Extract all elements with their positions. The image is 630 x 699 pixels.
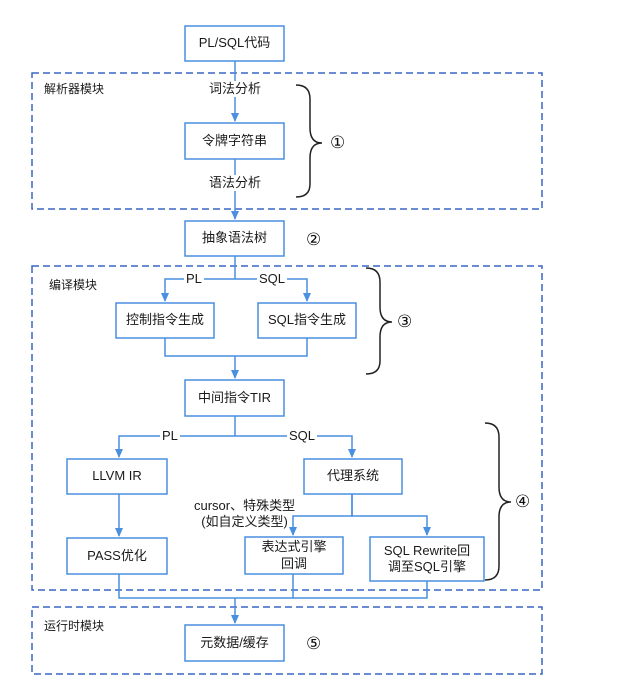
edge-ast-to-control [161, 278, 235, 302]
node-ast: 抽象语法树 [201, 230, 267, 246]
node-plsql-code: PL/SQL代码 [198, 35, 271, 51]
box-expr-callback [244, 536, 344, 575]
node-tir: 中间指令TIR [198, 389, 271, 405]
bracket-4 [484, 422, 512, 581]
box-tir [184, 379, 285, 417]
edge-label-lexical: 词法分析 [207, 81, 264, 98]
compile-section-frame [31, 265, 543, 591]
edge-gens-merge [164, 338, 308, 357]
compile-section-title: 编译模块 [49, 278, 98, 292]
box-ast [184, 220, 285, 257]
edge-rewrite-to-runtime [293, 581, 428, 599]
edge-label-special-types: cursor、特殊类型 (如自定义类型) [194, 498, 296, 530]
marker-4: ④ [515, 492, 531, 512]
node-token-string: 令牌字符串 [201, 132, 267, 148]
bracket-1 [295, 84, 323, 198]
edge-pass-to-runtime [118, 574, 235, 599]
runtime-section-frame [31, 606, 543, 675]
box-metadata-cache [184, 624, 285, 662]
box-plsql-code [184, 25, 285, 62]
edge-label-sql-top: SQL [257, 271, 288, 288]
parser-section-frame [31, 72, 543, 210]
node-sql-rewrite: SQL Rewrite回 调至SQL引擎 [383, 542, 471, 574]
bracket-3 [365, 267, 393, 375]
parser-section-title: 解析器模块 [44, 82, 105, 96]
edge-label-pl-top: PL [184, 271, 204, 288]
box-llvm-ir [66, 458, 168, 495]
edge-label-syntax: 语法分析 [207, 175, 264, 192]
edge-proxy-to-expr [289, 494, 353, 536]
box-token-string [184, 122, 285, 160]
marker-1: ① [330, 133, 346, 153]
box-control-gen [115, 302, 215, 339]
edge-proxy-to-rewrite [351, 494, 431, 536]
box-pass-opt [66, 537, 168, 575]
node-sql-gen: SQL指令生成 [267, 312, 346, 328]
edge-expr-to-runtime [235, 574, 294, 599]
edge-tir-to-llvm [115, 435, 235, 458]
marker-5: ⑤ [306, 634, 322, 654]
box-sql-rewrite [369, 536, 485, 582]
marker-2: ② [306, 230, 322, 250]
edge-label-pl-bottom: PL [160, 428, 180, 445]
node-pass-opt: PASS优化 [87, 547, 147, 563]
edge-label-sql-bottom: SQL [287, 428, 318, 445]
node-llvm-ir: LLVM IR [92, 468, 142, 484]
runtime-section-title: 运行时模块 [44, 619, 105, 633]
box-proxy [303, 458, 403, 495]
marker-3: ③ [397, 312, 413, 332]
node-proxy: 代理系统 [326, 468, 379, 484]
edge-tir-to-proxy [235, 435, 356, 458]
box-sql-gen [257, 302, 357, 339]
node-control-gen: 控制指令生成 [125, 312, 204, 328]
node-expr-callback: 表达式引擎 回调 [261, 539, 327, 571]
node-metadata-cache: 元数据/缓存 [200, 634, 269, 650]
